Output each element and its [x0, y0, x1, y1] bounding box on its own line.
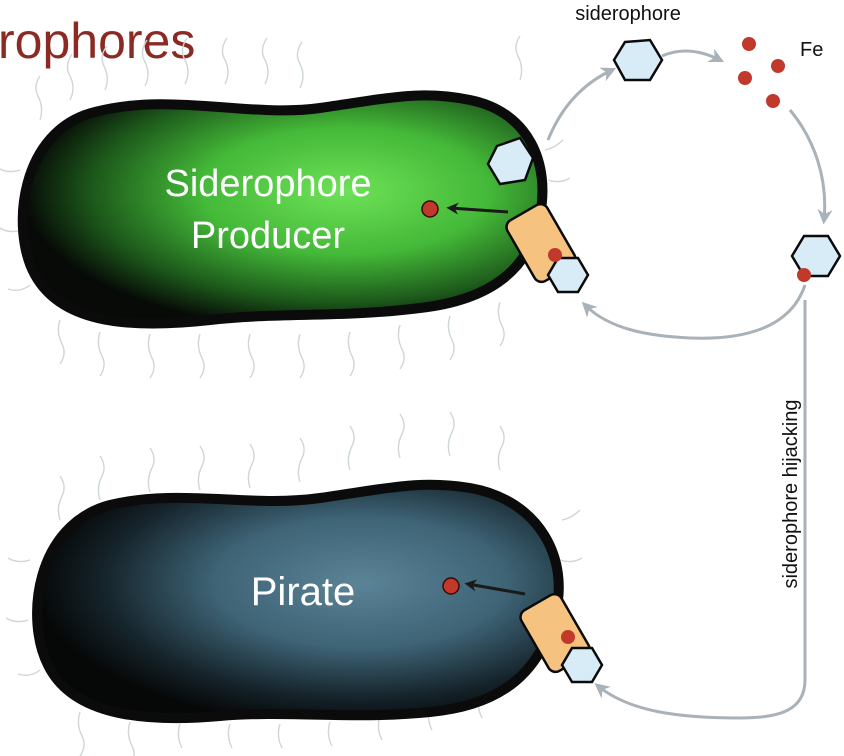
hijacking-arrow: [594, 300, 807, 720]
iron-dot: [766, 94, 780, 108]
iron-particles: [738, 37, 785, 108]
iron-dot: [742, 37, 756, 51]
hijacking-label: siderophore hijacking: [780, 399, 802, 588]
producer-receptor: [505, 202, 590, 294]
siderophore-label: siderophore: [575, 3, 681, 25]
pirate-import-arrow: [464, 579, 526, 596]
diffuse-arrow: [661, 48, 725, 63]
producer-internal-iron: [421, 200, 439, 218]
iron-dot: [771, 59, 785, 73]
iron-bound-dot: [797, 268, 811, 282]
siderophore-hexagon-exported: [486, 136, 535, 186]
uptake-arrow: [581, 284, 807, 340]
iron-label: Fe: [800, 39, 823, 61]
chelation-arrow: [788, 109, 833, 225]
iron-dot: [738, 71, 752, 85]
siderophore-hexagon-free: [612, 38, 664, 82]
pirate-receptor: [519, 592, 604, 684]
producer-cilia: [0, 35, 571, 379]
pirate-label: Pirate: [251, 570, 356, 614]
siderophore-hexagon-loaded: [790, 234, 842, 278]
export-arrow: [546, 67, 617, 141]
siderophore-cycle-arrows: [546, 48, 833, 720]
producer-import-arrow: [446, 202, 509, 215]
pirate-cell: [32, 479, 564, 724]
pirate-cilia: [5, 411, 583, 756]
page-title: rophores: [0, 13, 196, 69]
producer-label-line1: Siderophore: [164, 163, 371, 205]
pirate-internal-iron: [442, 577, 460, 595]
producer-label-line2: Producer: [191, 215, 346, 257]
producer-cell: [17, 90, 548, 329]
